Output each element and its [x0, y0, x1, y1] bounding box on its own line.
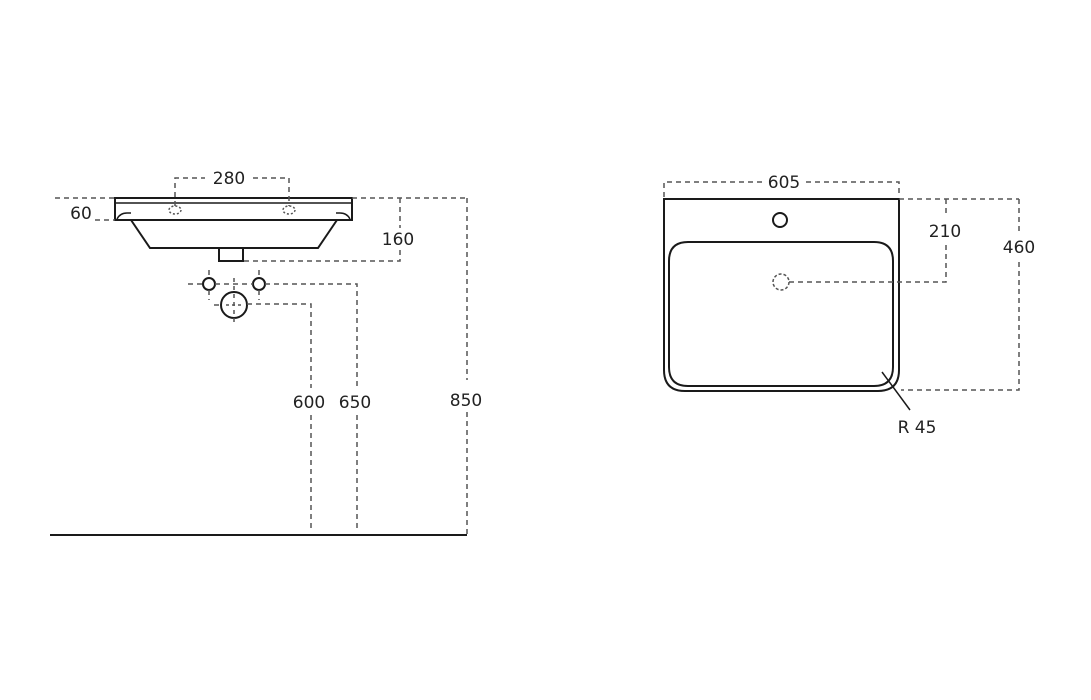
dim-210-label: 210 [929, 222, 961, 242]
dimension-rim-height: 850 [450, 198, 482, 535]
plumbing-points [188, 270, 266, 326]
dim-r45-label: R 45 [898, 418, 937, 438]
supply-right-icon [252, 277, 266, 291]
dim-60-label: 60 [70, 204, 92, 224]
dimension-tap-to-waste: 210 [789, 198, 1019, 283]
dim-160-label: 160 [382, 230, 414, 250]
dimension-basin-depth: 160 [243, 197, 467, 262]
dimension-supply-height: 650 [265, 283, 371, 532]
dimension-corner-radius: R 45 [881, 371, 937, 438]
dim-605-label: 605 [768, 173, 800, 193]
side-view: 280 60 160 [50, 169, 482, 536]
dim-460-label: 460 [1003, 238, 1035, 258]
dim-280-label: 280 [213, 169, 245, 189]
dim-850-label: 850 [450, 391, 482, 411]
dimension-tap-spacing: 280 [174, 169, 290, 206]
tap-hole-icon [772, 212, 788, 228]
dimension-rim-thickness: 60 [55, 197, 115, 224]
dimension-waste-height: 600 [247, 303, 325, 532]
waste-hole-icon [772, 273, 790, 291]
supply-left-icon [202, 277, 216, 291]
top-view: 605 210 460 R 45 [663, 173, 1035, 438]
dimension-width: 605 [663, 173, 900, 197]
basin-inner-bowl [668, 241, 894, 387]
dim-650-label: 650 [339, 393, 371, 413]
basin-outer-outline [663, 198, 900, 392]
dimension-depth: 460 [901, 199, 1035, 391]
basin-side-profile [114, 197, 353, 262]
dim-600-label: 600 [293, 393, 325, 413]
